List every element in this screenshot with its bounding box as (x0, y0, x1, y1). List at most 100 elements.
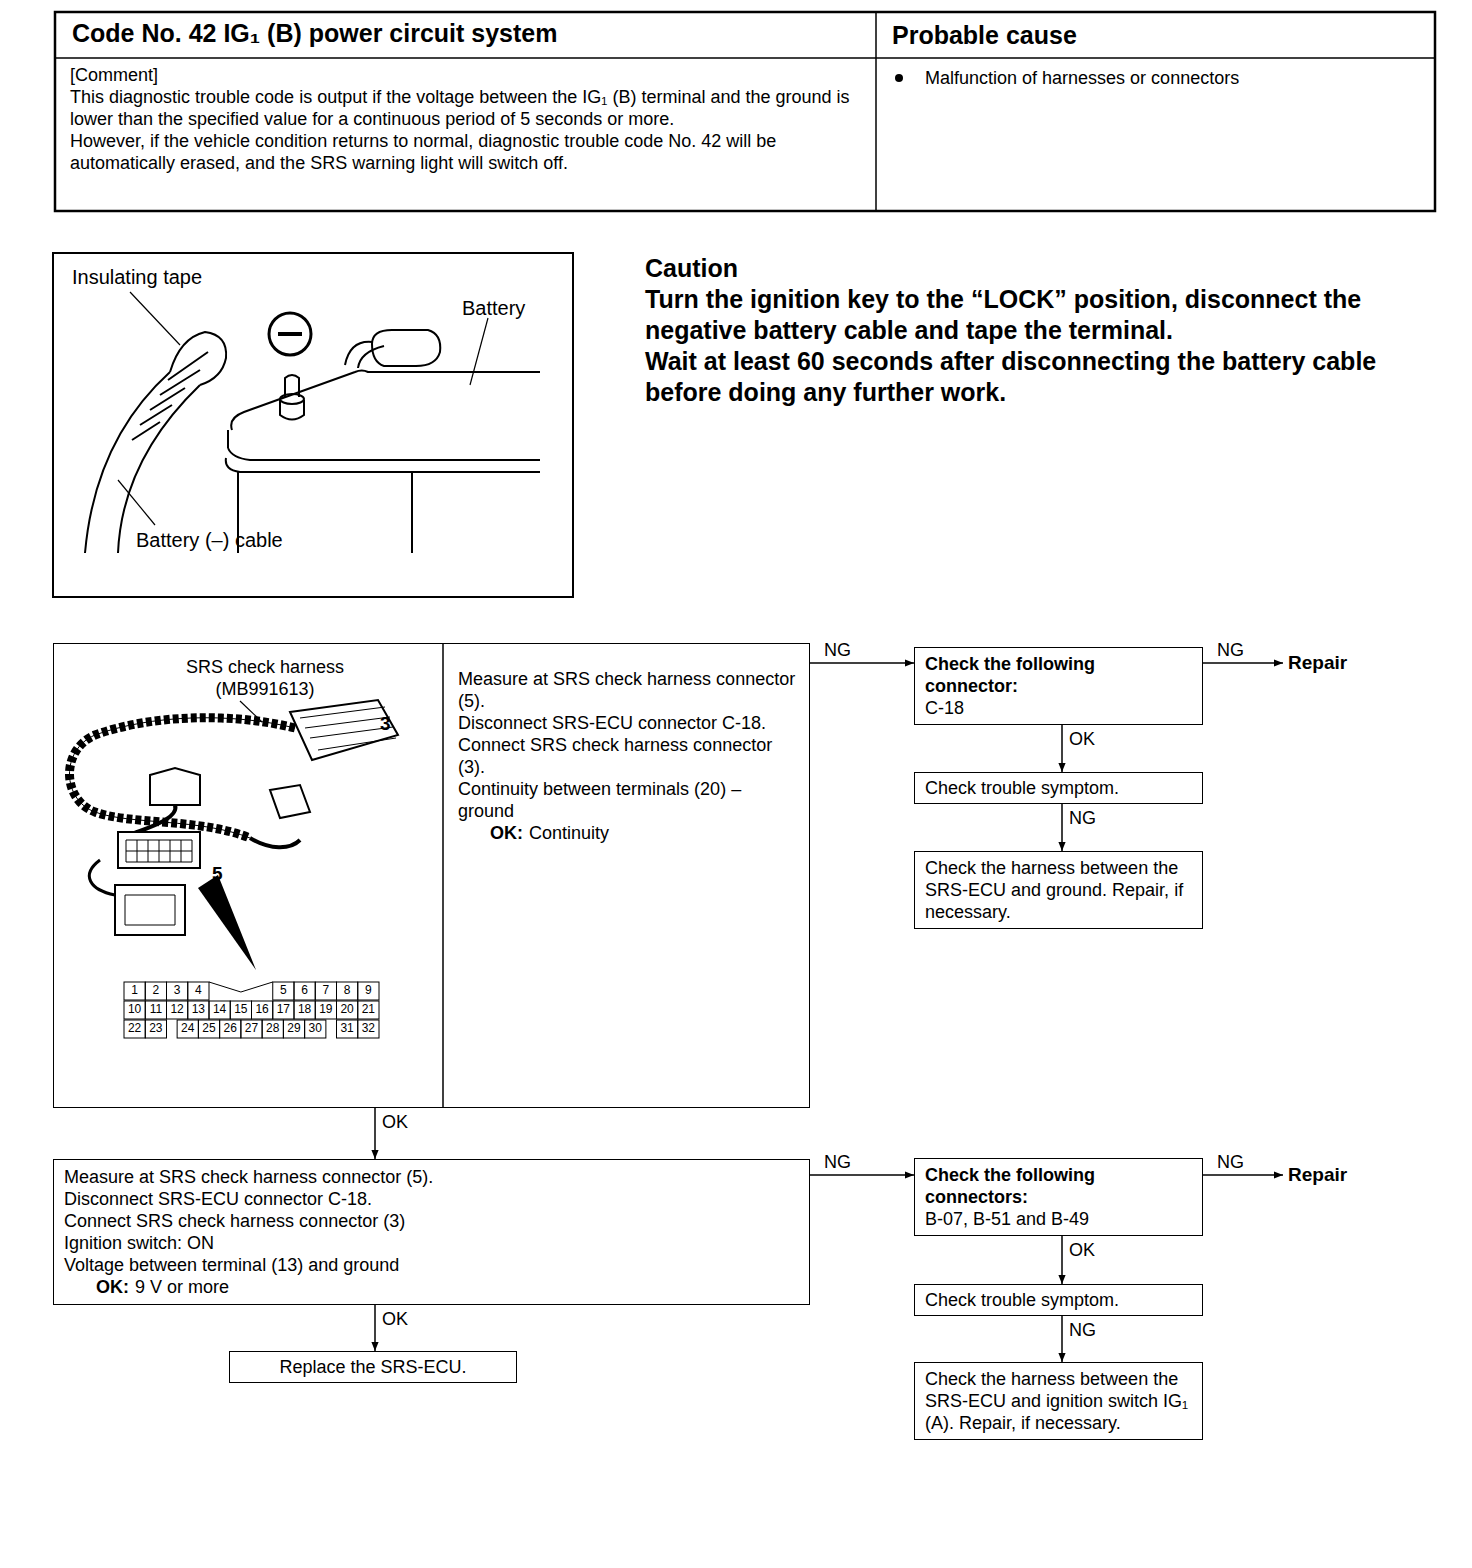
table-cell: [Comment] (70, 64, 870, 86)
pin-number: 4 (188, 982, 209, 999)
edge-label: OK (380, 1309, 410, 1329)
table-frame (55, 12, 1435, 211)
pin-cell (252, 1001, 273, 1019)
pin-number: 27 (241, 1020, 262, 1037)
table-heading: Probable cause (892, 20, 1077, 50)
table-heading: Code No. 42 IG₁ (B) power circuit system (72, 18, 557, 48)
branch-connector (270, 785, 310, 818)
pin-number: 13 (188, 1001, 209, 1018)
pin-number: 18 (294, 1001, 315, 1018)
pin-cell (220, 1020, 241, 1038)
caution-text: Wait at least 60 seconds after disconnec… (645, 346, 1435, 408)
callout-number: 3 (380, 712, 391, 735)
pin-number: 1 (124, 982, 145, 999)
bullet-dot (895, 74, 903, 82)
pin-cell (315, 982, 336, 1000)
pin-cell (294, 982, 315, 1000)
table-cell: However, if the vehicle condition return… (70, 130, 870, 174)
box-text: Check the following connectors: (925, 1164, 1192, 1208)
pin-number: 25 (198, 1020, 219, 1037)
pin-number: 32 (358, 1020, 379, 1037)
box-text: Continuity between terminals (20) – grou… (458, 778, 799, 822)
pin-cell (124, 1020, 145, 1038)
pin-number: 29 (283, 1020, 304, 1037)
edge-label: OK (1067, 729, 1097, 749)
branch-wire (130, 805, 175, 835)
pin-cell (358, 1001, 379, 1019)
process-box: Replace the SRS-ECU. (229, 1351, 517, 1383)
battery-rim (228, 430, 540, 460)
pin-cell (145, 1001, 166, 1019)
edge-label: NG (1215, 640, 1246, 660)
part-label: Battery (462, 296, 525, 320)
harness-wire (69, 718, 295, 838)
part-label: Insulating tape (72, 265, 202, 289)
text-group: CautionTurn the ignition key to the “LOC… (645, 253, 1435, 408)
flow-arrow (810, 662, 914, 664)
leader-line (470, 318, 488, 385)
process-box: Check the harness between the SRS-ECU an… (914, 851, 1203, 929)
process-box: Measure at SRS check harness connector (… (53, 1159, 810, 1305)
pin-number: 6 (294, 982, 315, 999)
pin-cell (273, 1001, 294, 1019)
callout-number: 5 (212, 862, 223, 885)
box-text: Check the harness between the SRS-ECU an… (925, 857, 1192, 923)
process-box: Check trouble symptom. (914, 1284, 1203, 1316)
box-text: Check the following connector: (925, 653, 1192, 697)
pin-number: 21 (358, 1001, 379, 1018)
pin-number: 8 (337, 982, 358, 999)
pin-cell (283, 1020, 304, 1038)
table-cell: This diagnostic trouble code is output i… (70, 86, 870, 130)
pin-cell (315, 1001, 336, 1019)
positive-cable (345, 342, 384, 368)
pin-number: 24 (177, 1020, 198, 1037)
pin-number: 14 (209, 1001, 230, 1018)
branch-connector (150, 768, 200, 805)
pin-cell (198, 1020, 219, 1038)
pin-number: 7 (315, 982, 336, 999)
negative-cable (85, 372, 200, 553)
pin-number: 31 (337, 1020, 358, 1037)
pin-number: 3 (167, 982, 188, 999)
process-box: Check the following connectors:B-07, B-5… (914, 1158, 1203, 1236)
pin-number: 20 (337, 1001, 358, 1018)
pin-number: 28 (262, 1020, 283, 1037)
flow-arrow (1203, 1174, 1283, 1176)
box-text: Check the harness between the SRS-ECU an… (925, 1368, 1192, 1434)
leader-line (118, 480, 155, 525)
pin-cell (305, 1020, 326, 1038)
box-text: Repair (1288, 652, 1347, 674)
flow-arrow (1203, 662, 1283, 664)
pin-cell (337, 982, 358, 1000)
caution-text: Turn the ignition key to the “LOCK” posi… (645, 284, 1435, 346)
terminal-text: Repair (1283, 1164, 1347, 1186)
connector-3 (290, 700, 398, 760)
pin-number: 15 (230, 1001, 251, 1018)
pin-cell (337, 1001, 358, 1019)
flow-arrow (1061, 1316, 1063, 1362)
pin-grid (124, 982, 379, 1038)
branch-connector (125, 895, 175, 925)
pin-cell (294, 1001, 315, 1019)
box-divider (442, 643, 444, 1108)
positive-cap (372, 330, 440, 366)
terminal-text: Repair (1283, 652, 1347, 674)
minus-symbol (269, 313, 311, 355)
box-text: Measure at SRS check harness connector (… (64, 1166, 799, 1188)
box-text: OK: (96, 1276, 129, 1298)
pin-number: 22 (124, 1020, 145, 1037)
pin-cell (188, 982, 209, 1000)
pin-number: 2 (145, 982, 166, 999)
check-harness-drawing (69, 700, 398, 935)
pin-cell (177, 1020, 198, 1038)
battery-drawing (85, 292, 540, 553)
pin-number: 12 (167, 1001, 188, 1018)
minus-symbol (278, 332, 302, 336)
box-text: C-18 (925, 697, 1192, 719)
pointer-triangle (198, 875, 256, 970)
pin-cell (167, 982, 188, 1000)
branch-wire (89, 860, 115, 895)
box-text: Connect SRS check harness connector (3). (458, 734, 799, 778)
pin-cell (230, 1001, 251, 1019)
process-box: Check trouble symptom. (914, 772, 1203, 804)
